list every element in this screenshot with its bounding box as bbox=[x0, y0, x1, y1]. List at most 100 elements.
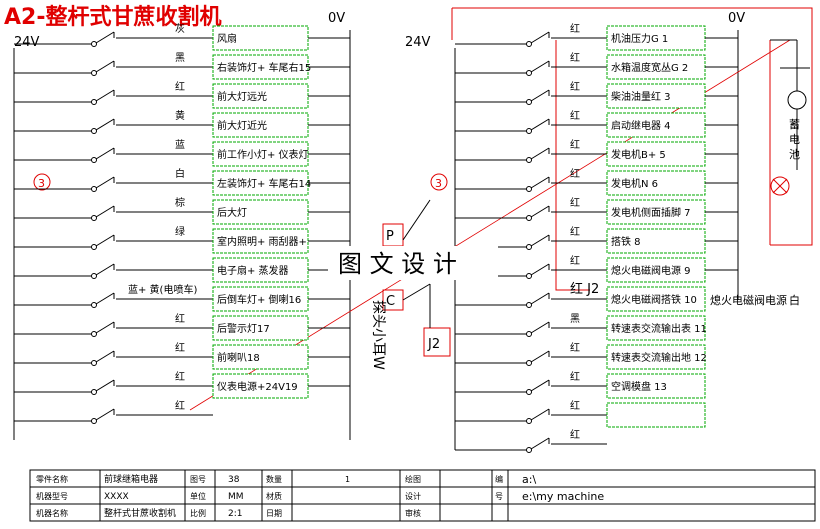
right-load-box bbox=[606, 199, 706, 225]
title-block-cell: MM bbox=[228, 492, 244, 502]
left-wire-color: 棕 bbox=[175, 196, 185, 209]
left-load-label: 前工作小灯+ 仪表灯 bbox=[217, 148, 309, 161]
right-wire-color: 红 bbox=[570, 138, 580, 151]
right-load-label: 搭铁 8 bbox=[611, 235, 641, 248]
switch-contact bbox=[526, 273, 532, 279]
red-boundary bbox=[451, 7, 813, 291]
title-block-cell: 2:1 bbox=[228, 509, 242, 519]
left-load-label: 左装饰灯+ 车尾右14 bbox=[217, 177, 311, 190]
right-load-box bbox=[606, 315, 706, 341]
switch-contact bbox=[526, 418, 532, 424]
switch-contact bbox=[526, 215, 532, 221]
switch-contact bbox=[91, 331, 97, 337]
switch-blade bbox=[530, 234, 550, 247]
title-block-cell: 日期 bbox=[266, 509, 282, 518]
title-block-cell: XXXX bbox=[104, 492, 129, 502]
right-wire-color: 红 bbox=[570, 22, 580, 35]
title-block-cell: 零件名称 bbox=[36, 474, 68, 484]
switch-blade bbox=[530, 292, 550, 305]
connector-p-wire bbox=[402, 199, 431, 241]
left-wire-color: 红 bbox=[175, 399, 185, 412]
switch-contact bbox=[91, 418, 97, 424]
switch-contact bbox=[526, 128, 532, 134]
switch-contact bbox=[526, 389, 532, 395]
right-load-box bbox=[606, 170, 706, 196]
switch-blade bbox=[95, 379, 115, 392]
title-block-cell: 整杆式甘蔗收割机 bbox=[104, 507, 176, 519]
left-supply-label: 24V bbox=[14, 35, 40, 50]
title-block-cell: 单位 bbox=[190, 491, 206, 501]
right-load-label: 转速表交流输出表 11 bbox=[611, 322, 707, 335]
switch-blade bbox=[530, 89, 550, 102]
title-block-cell: 1 bbox=[345, 475, 350, 484]
right-load-box bbox=[606, 373, 706, 399]
switch-contact bbox=[526, 157, 532, 163]
switch-contact bbox=[91, 244, 97, 250]
switch-blade bbox=[530, 379, 550, 392]
switch-contact bbox=[91, 128, 97, 134]
left-load-label: 后警示灯17 bbox=[217, 322, 270, 335]
title-block-cell: 设计 bbox=[405, 491, 421, 501]
right-wire-color: 红 bbox=[570, 167, 580, 180]
switch-contact bbox=[526, 360, 532, 366]
left-wire-color: 绿 bbox=[175, 225, 185, 238]
right-circle-marker: 3 bbox=[430, 173, 448, 191]
switch-contact bbox=[91, 302, 97, 308]
switch-blade bbox=[95, 205, 115, 218]
left-load-box bbox=[212, 199, 309, 225]
svg-text:C: C bbox=[386, 294, 395, 309]
right-load-label: 柴油油量红 3 bbox=[611, 90, 671, 103]
switch-blade bbox=[95, 321, 115, 334]
switch-contact bbox=[91, 273, 97, 279]
switch-blade bbox=[530, 408, 550, 421]
svg-text:P: P bbox=[386, 229, 394, 244]
right-wire-color: 红 bbox=[570, 370, 580, 383]
switch-blade bbox=[530, 60, 550, 73]
switch-contact bbox=[91, 157, 97, 163]
right-load-label: 机油压力G 1 bbox=[611, 32, 668, 45]
switch-blade bbox=[95, 147, 115, 160]
switch-contact bbox=[526, 244, 532, 250]
right-load-box bbox=[606, 286, 706, 312]
switch-contact bbox=[526, 447, 532, 453]
watermark-bg bbox=[328, 246, 498, 280]
title-block-cell: 绘图 bbox=[405, 474, 421, 484]
right-wire-color: 黑 bbox=[570, 313, 580, 325]
battery-symbol bbox=[770, 39, 810, 196]
diagram-title: A2-整杆式甘蔗收割机 bbox=[4, 4, 221, 30]
switch-contact bbox=[91, 70, 97, 76]
left-load-box bbox=[212, 141, 309, 167]
left-wire-color: 红 bbox=[175, 341, 185, 354]
right-wire-color: 红 bbox=[570, 225, 580, 238]
left-wire-color: 红 bbox=[175, 312, 185, 325]
probe-label: 探头小耳W bbox=[370, 300, 386, 370]
left-load-box bbox=[212, 286, 309, 312]
switch-contact bbox=[526, 302, 532, 308]
switch-blade bbox=[530, 147, 550, 160]
right-supply-label: 24V bbox=[405, 35, 431, 50]
switch-contact bbox=[526, 70, 532, 76]
title-block-border bbox=[29, 469, 816, 522]
switch-contact bbox=[91, 215, 97, 221]
left-load-box bbox=[212, 228, 309, 254]
right-wire-color: 红 bbox=[570, 254, 580, 267]
right-wire-color: 红 bbox=[570, 399, 580, 412]
title-block-cell: 前球继箱电器 bbox=[104, 473, 158, 485]
switch-blade bbox=[95, 350, 115, 363]
left-load-label: 前大灯近光 bbox=[217, 119, 267, 132]
left-load-box bbox=[212, 54, 309, 80]
right-load-label: 熄火电磁阀电源 9 bbox=[611, 264, 691, 277]
right-load-label: 转速表交流输出地 12 bbox=[611, 351, 707, 364]
title-block-cell: 审核 bbox=[405, 508, 421, 518]
left-load-box bbox=[212, 112, 309, 138]
battery-label-char: 蓄 bbox=[789, 118, 800, 131]
switch-blade bbox=[530, 118, 550, 131]
switch-blade bbox=[530, 263, 550, 276]
left-wire-color: 红 bbox=[175, 80, 185, 93]
left-load-label: 右装饰灯+ 车尾右15 bbox=[217, 61, 311, 74]
title-block-side-value: a:\ bbox=[522, 473, 536, 486]
left-load-box bbox=[212, 257, 309, 283]
